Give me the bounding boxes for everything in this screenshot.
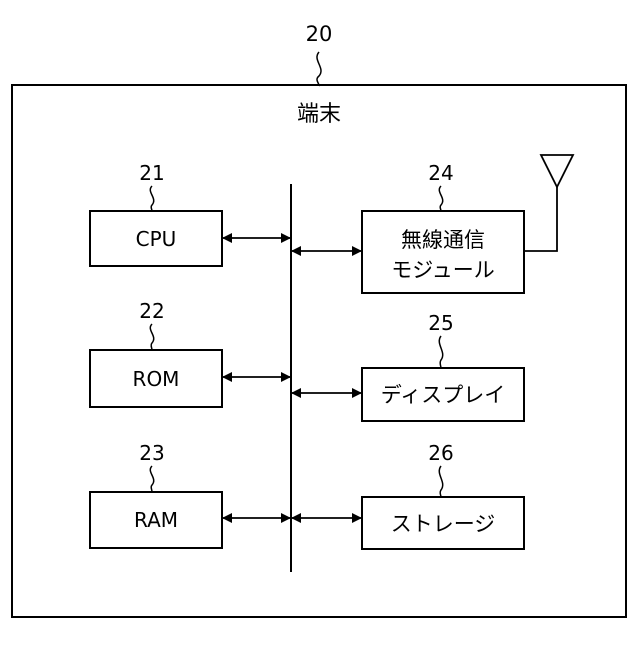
- display-label: ディスプレイ: [381, 383, 506, 407]
- display-leader-line: [439, 336, 442, 368]
- wireless-leader-line: [439, 186, 442, 211]
- ram-block: 23 RAM: [90, 441, 222, 548]
- display-ref-label: 25: [428, 311, 453, 335]
- cpu-ref-label: 21: [139, 161, 164, 185]
- wireless-ref-label: 24: [428, 161, 453, 185]
- ram-leader-line: [150, 466, 153, 492]
- wireless-label-line2: モジュール: [391, 258, 495, 282]
- storage-label: ストレージ: [391, 512, 496, 536]
- antenna-icon: [524, 155, 573, 251]
- ram-label: RAM: [134, 508, 178, 532]
- wireless-module-block: 24 無線通信 モジュール: [362, 161, 524, 293]
- storage-leader-line: [439, 466, 442, 497]
- cpu-block: 21 CPU: [90, 161, 222, 266]
- rom-label: ROM: [133, 367, 180, 391]
- terminal-leader-line: [317, 52, 321, 86]
- display-block: 25 ディスプレイ: [362, 311, 524, 421]
- wireless-label-line1: 無線通信: [401, 228, 485, 252]
- terminal-title: 端末: [297, 102, 341, 127]
- storage-ref-label: 26: [428, 441, 453, 465]
- rom-ref-label: 22: [139, 299, 164, 323]
- terminal-ref-label: 20: [306, 22, 333, 46]
- rom-block: 22 ROM: [90, 299, 222, 407]
- storage-block: 26 ストレージ: [362, 441, 524, 549]
- cpu-label: CPU: [136, 227, 177, 251]
- ram-ref-label: 23: [139, 441, 164, 465]
- cpu-leader-line: [150, 186, 153, 211]
- rom-leader-line: [150, 324, 153, 350]
